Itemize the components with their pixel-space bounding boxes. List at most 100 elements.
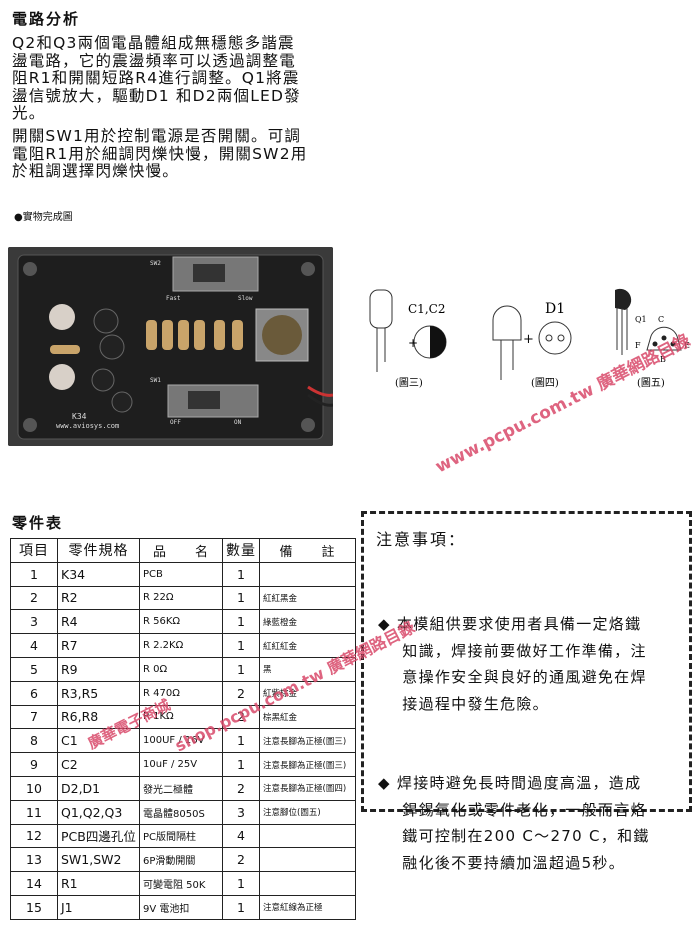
row-qty: 1: [222, 561, 260, 587]
row-name: 6P滑動開關: [139, 847, 223, 873]
row-qty: 1: [222, 633, 260, 658]
circuit-description: Q2和Q3兩個電晶體組成無穩態多諧震 盪電路，它的震盪頻率可以透過調整電 阻R1…: [12, 34, 301, 122]
photo-title: ●實物完成圖: [14, 212, 73, 223]
row-item: 13: [10, 847, 58, 873]
row-item: 15: [10, 894, 58, 920]
row-spec: J1: [57, 894, 140, 920]
pin-f-label: F: [635, 341, 641, 350]
row-spec: R7: [57, 633, 140, 658]
row-item: 12: [10, 823, 58, 849]
row-name: PCB: [139, 561, 223, 587]
row-qty: 1: [222, 871, 260, 896]
row-note: [259, 823, 356, 849]
row-item: 11: [10, 799, 58, 825]
component-diagrams: + C1,C2 + D1 Q1 C F E B (圖三) (圖四) (圖五): [369, 288, 690, 389]
row-spec: SW1,SW2: [57, 847, 140, 873]
board-on-label: ON: [234, 419, 242, 426]
notice-body: ◆ 本模組供要求使用者具備一定烙鐵 知識，焊接前要做好工作準備，注 意操作安全與…: [378, 558, 683, 929]
row-note: [259, 871, 356, 896]
led-label: D1: [545, 301, 565, 317]
row-note: 紅紅紅金: [259, 633, 356, 658]
row-qty: 2: [222, 775, 260, 801]
row-name: R 1KΩ: [139, 704, 223, 730]
row-spec: K34: [57, 561, 140, 587]
row-name: R 56KΩ: [139, 609, 223, 635]
caption-fig3: (圖三): [395, 377, 423, 389]
row-qty: 4: [222, 823, 260, 849]
row-qty: 2: [222, 680, 260, 706]
row-qty: 1: [222, 585, 260, 611]
row-note: 紅紅黑金: [259, 585, 356, 611]
row-name: 電晶體8050S: [139, 799, 223, 825]
parts-header-row: 項目 零件規格 品 名 數量 備 註: [10, 538, 356, 563]
row-note: 注意長腳為正極(圖四): [259, 775, 356, 801]
row-item: 14: [10, 871, 58, 896]
caption-fig5: (圖五): [637, 377, 665, 389]
row-item: 2: [10, 585, 58, 611]
caption-fig4: (圖四): [531, 377, 559, 389]
row-spec: C2: [57, 752, 140, 777]
row-note: 注意紅線為正極: [259, 894, 356, 920]
row-spec: R6,R8: [57, 704, 140, 730]
row-note: 注意腳位(圖五): [259, 799, 356, 825]
notice-box: 注意事項： ◆ 本模組供要求使用者具備一定烙鐵 知識，焊接前要做好工作準備，注 …: [361, 511, 692, 872]
board-off-label: OFF: [170, 419, 181, 426]
row-name: R 470Ω: [139, 680, 223, 706]
header-name: 品 名: [139, 538, 223, 563]
row-qty: 2: [222, 704, 260, 730]
row-item: 5: [10, 656, 58, 682]
capacitor-label: C1,C2: [408, 302, 445, 316]
row-name: R 22Ω: [139, 585, 223, 611]
row-qty: 3: [222, 799, 260, 825]
row-item: 4: [10, 633, 58, 658]
header-spec: 零件規格: [57, 538, 140, 563]
row-name: R 2.2KΩ: [139, 633, 223, 658]
row-note: 棕黑紅金: [259, 704, 356, 730]
row-name: 9V 電池扣: [139, 894, 223, 920]
row-spec: C1: [57, 728, 140, 754]
row-name: 發光二極體: [139, 775, 223, 801]
row-note: 綠藍橙金: [259, 609, 356, 635]
board-fast-label: Fast: [166, 295, 181, 302]
row-qty: 1: [222, 728, 260, 754]
header-note: 備 註: [259, 538, 356, 563]
row-note: [259, 561, 356, 587]
pin-b-label: B: [660, 355, 666, 364]
parts-title: 零件表: [12, 514, 64, 532]
row-note: 注意長腳為正極(圖三): [259, 752, 356, 777]
notice-item: ◆ 本模組供要求使用者具備一定烙鐵 知識，焊接前要做好工作準備，注 意操作安全與…: [378, 615, 647, 713]
board-sw1-label: SW1: [150, 377, 161, 384]
circuit-title: 電路分析: [12, 10, 81, 28]
row-note: 紅紫棕金: [259, 680, 356, 706]
row-item: 1: [10, 561, 58, 587]
row-name: R 0Ω: [139, 656, 223, 682]
row-item: 7: [10, 704, 58, 730]
board-model-label: K34: [72, 412, 87, 421]
switch-description: 開關SW1用於控制電源是否開關。可調 電阻R1用於細調閃爍快慢，開關SW2用 於…: [12, 127, 308, 180]
row-spec: R3,R5: [57, 680, 140, 706]
row-spec: R1: [57, 871, 140, 896]
row-name: PC版間隔柱: [139, 823, 223, 849]
row-item: 3: [10, 609, 58, 635]
row-qty: 1: [222, 656, 260, 682]
board-slow-label: Slow: [238, 295, 253, 302]
pin-c-label: C: [658, 315, 664, 324]
row-spec: R4: [57, 609, 140, 635]
row-spec: Q1,Q2,Q3: [57, 799, 140, 825]
row-note: 注意長腳為正極(圖三): [259, 728, 356, 754]
svg-text:+: +: [408, 336, 418, 350]
row-qty: 1: [222, 609, 260, 635]
row-item: 6: [10, 680, 58, 706]
